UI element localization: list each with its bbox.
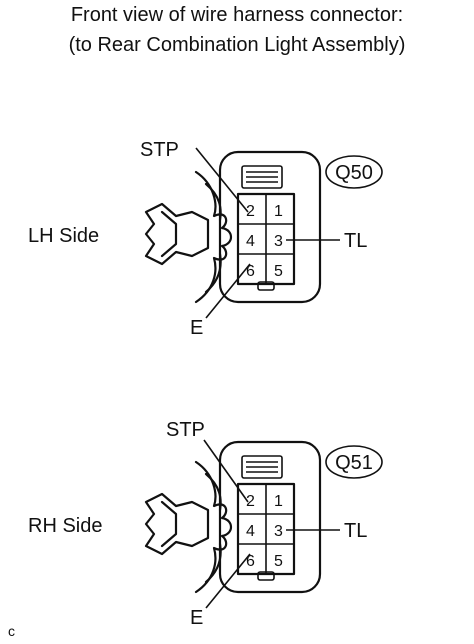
connector-q50: 2 1 4 3 6 5 Q50 LH Side STP TL E	[28, 139, 383, 339]
harness-clip-icon	[144, 460, 233, 594]
tl-label: TL	[344, 520, 367, 542]
connector-housing	[218, 440, 322, 594]
connector-id: Q51	[335, 452, 373, 474]
latch-icon	[241, 455, 283, 479]
stp-leader	[203, 439, 249, 503]
pin-5: 5	[274, 263, 283, 280]
pin-4: 4	[246, 523, 255, 540]
connector-housing	[218, 150, 322, 304]
e-leader	[205, 553, 251, 609]
e-label: E	[190, 317, 203, 339]
stp-leader	[195, 147, 249, 213]
side-label: RH Side	[28, 515, 102, 537]
stp-label: STP	[140, 139, 179, 161]
e-leader	[205, 263, 251, 319]
connector-id-badge	[325, 155, 383, 189]
title-line-2: (to Rear Combination Light Assembly)	[68, 34, 406, 56]
pin-5: 5	[274, 553, 283, 570]
key-notch	[257, 571, 275, 581]
pin-4: 4	[246, 233, 255, 250]
stp-label: STP	[166, 419, 205, 441]
latch-icon	[241, 165, 283, 189]
connector-q51: 2 1 4 3 6 5 Q51 RH Side STP TL E	[28, 419, 383, 629]
side-label: LH Side	[28, 225, 99, 247]
footer-mark: c	[8, 623, 15, 639]
pin-1: 1	[274, 203, 283, 220]
key-notch	[257, 281, 275, 291]
pin-6: 6	[246, 263, 255, 280]
pin-2: 2	[246, 203, 255, 220]
pin-6: 6	[246, 553, 255, 570]
pin-3: 3	[274, 233, 283, 250]
pin-1: 1	[274, 493, 283, 510]
e-label: E	[190, 607, 203, 629]
harness-clip-icon	[144, 170, 233, 304]
tl-label: TL	[344, 230, 367, 252]
pin-2: 2	[246, 493, 255, 510]
connector-id-badge	[325, 445, 383, 479]
pin-3: 3	[274, 523, 283, 540]
connector-id: Q50	[335, 162, 373, 184]
title-line-1: Front view of wire harness connector:	[70, 4, 404, 26]
